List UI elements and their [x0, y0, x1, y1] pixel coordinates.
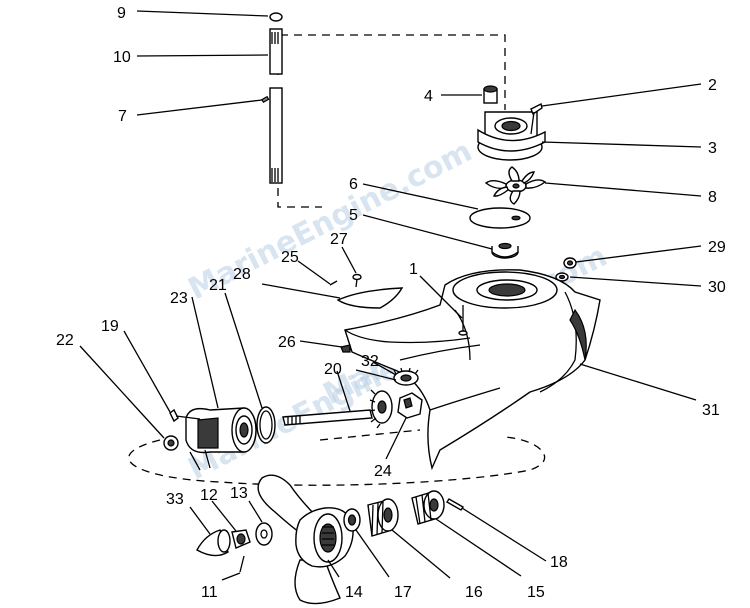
callout-12: 12 — [200, 487, 218, 504]
part-sleeve-4 — [483, 85, 498, 104]
callout-23: 23 — [170, 290, 188, 307]
part-washer-13 — [255, 522, 273, 546]
callout-19: 19 — [101, 318, 119, 335]
part-nut-12 — [231, 529, 251, 549]
callout-11: 11 — [201, 584, 218, 601]
part-screw-27 — [352, 273, 362, 288]
part-driveshaft-upper-10 — [269, 28, 283, 75]
callout-8: 8 — [708, 189, 717, 206]
part-bearing-carrier-23 — [185, 407, 257, 471]
part-pump-housing-3 — [477, 111, 546, 161]
callout-14: 14 — [345, 584, 363, 601]
part-pin-11 — [239, 555, 245, 573]
part-washer-30 — [555, 272, 569, 282]
callout-32: 32 — [361, 353, 379, 370]
part-cone-33 — [196, 529, 231, 557]
leader-lines — [79, 10, 702, 581]
part-driveshaft-7 — [261, 87, 283, 184]
part-screw-2 — [530, 102, 543, 135]
callout-28: 28 — [233, 266, 251, 283]
callout-6: 6 — [349, 176, 358, 193]
callout-30: 30 — [708, 279, 726, 296]
part-washer-22 — [163, 435, 179, 451]
callout-9: 9 — [117, 5, 126, 22]
part-gearcase-31 — [344, 269, 601, 471]
callout-10: 10 — [113, 49, 131, 66]
part-plate-6 — [469, 207, 531, 229]
part-screw-25 — [329, 280, 338, 286]
part-oring-9 — [269, 12, 283, 22]
part-pinion-gear-32 — [393, 367, 419, 386]
watermark-top: MarineEngine.com — [183, 134, 478, 307]
callout-2: 2 — [708, 77, 717, 94]
callout-3: 3 — [708, 140, 717, 157]
callout-17: 17 — [394, 584, 412, 601]
part-impeller-8 — [484, 166, 547, 205]
part-pin-18 — [446, 498, 464, 511]
callout-20: 20 — [324, 361, 342, 378]
callout-15: 15 — [527, 584, 545, 601]
callout-21: 21 — [209, 277, 227, 294]
parts — [163, 12, 601, 605]
callout-27: 27 — [330, 231, 348, 248]
callout-33: 33 — [166, 491, 184, 508]
part-bevel-gear — [369, 389, 393, 429]
callout-31: 31 — [702, 402, 720, 419]
part-screw-19 — [169, 408, 201, 423]
part-gear-16 — [367, 498, 399, 537]
callout-18: 18 — [550, 554, 568, 571]
part-cover-plate-28 — [336, 287, 404, 309]
part-clutch-dog-24 — [397, 392, 423, 419]
callout-13: 13 — [230, 485, 248, 502]
callout-29: 29 — [708, 239, 726, 256]
part-rib-26 — [340, 344, 351, 353]
part-propshaft-20 — [282, 409, 373, 426]
part-seal-5 — [491, 242, 519, 259]
part-stud-1 — [458, 305, 468, 336]
callout-5: 5 — [349, 207, 358, 224]
callout-1: 1 — [409, 261, 418, 278]
callout-labels: 9 10 7 4 2 3 6 8 5 27 25 28 29 30 1 23 2… — [56, 5, 726, 601]
callout-4: 4 — [424, 88, 433, 105]
part-propeller-14 — [257, 474, 354, 605]
part-thrust-washer-17 — [343, 508, 361, 532]
callout-16: 16 — [465, 584, 483, 601]
part-gear-15 — [411, 490, 445, 525]
callout-24: 24 — [374, 463, 392, 480]
callout-7: 7 — [118, 108, 127, 125]
callout-26: 26 — [278, 334, 296, 351]
callout-22: 22 — [56, 332, 74, 349]
callout-25: 25 — [281, 249, 299, 266]
part-nut-29 — [563, 257, 577, 269]
